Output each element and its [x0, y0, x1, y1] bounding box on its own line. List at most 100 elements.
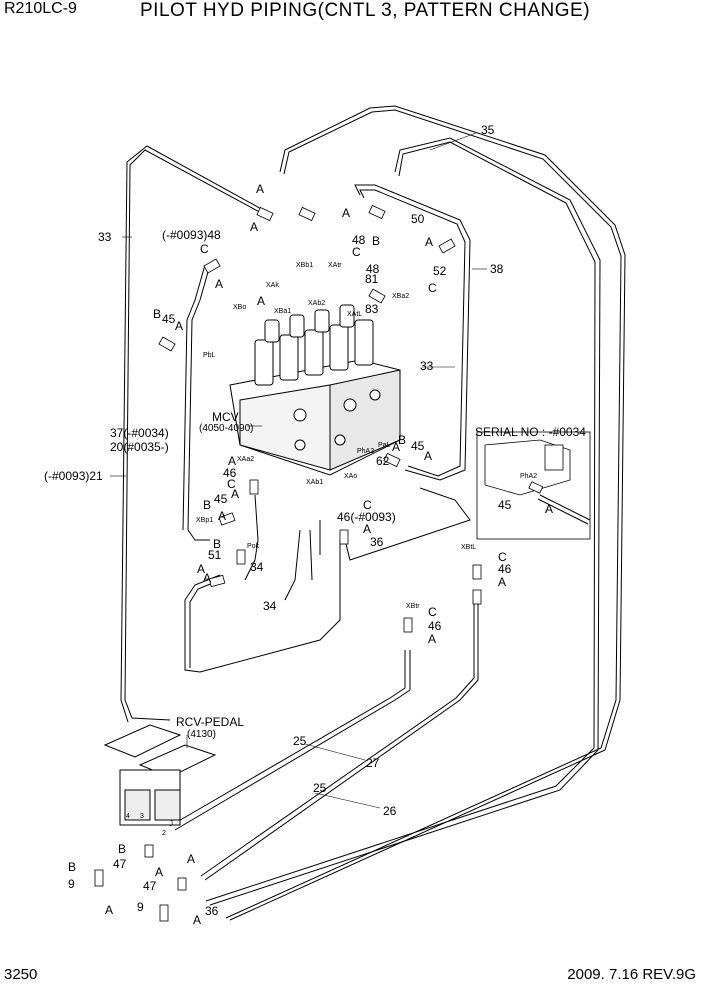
hose-38-edge	[205, 141, 596, 902]
svg-text:C: C	[428, 281, 437, 295]
svg-text:36: 36	[205, 904, 219, 918]
svg-text:25: 25	[293, 734, 307, 748]
hose-lower-loop	[184, 540, 341, 673]
svg-text:27: 27	[366, 756, 380, 770]
svg-text:37(-#0034): 37(-#0034)	[110, 426, 169, 440]
svg-text:XBa1: XBa1	[274, 308, 291, 315]
svg-text:A: A	[250, 220, 258, 234]
svg-text:9: 9	[68, 877, 75, 891]
mcv-valve-body	[229, 304, 401, 476]
svg-text:XAtL: XAtL	[347, 311, 362, 318]
svg-text:C: C	[363, 498, 372, 512]
svg-text:(4050-4090): (4050-4090)	[199, 423, 253, 434]
hose-33-left-edge	[120, 145, 266, 723]
hose-33-right	[354, 184, 471, 481]
leader-lines	[110, 132, 487, 809]
hose-27	[174, 650, 411, 831]
svg-text:RCV-PEDAL: RCV-PEDAL	[176, 715, 244, 729]
svg-text:XAa2: XAa2	[237, 456, 254, 463]
hose-26	[204, 600, 479, 881]
svg-text:XAb2: XAb2	[308, 300, 325, 307]
svg-text:A: A	[498, 575, 506, 589]
svg-text:XBo: XBo	[233, 304, 246, 311]
svg-text:A: A	[203, 571, 211, 585]
svg-text:33: 33	[420, 359, 434, 373]
svg-text:A: A	[392, 440, 400, 454]
svg-text:Pok: Pok	[247, 543, 260, 550]
hose-lower-loop-edge	[189, 579, 221, 668]
svg-text:C: C	[200, 242, 209, 256]
svg-text:1: 1	[170, 820, 174, 827]
svg-text:B: B	[153, 307, 161, 321]
svg-text:XAk: XAk	[266, 282, 279, 289]
svg-text:A: A	[257, 294, 265, 308]
svg-text:9: 9	[137, 900, 144, 914]
svg-text:B: B	[203, 498, 211, 512]
svg-text:25: 25	[313, 781, 327, 795]
svg-text:XBp1: XBp1	[196, 517, 213, 524]
svg-text:36: 36	[370, 535, 384, 549]
svg-text:A: A	[155, 865, 163, 879]
svg-text:XBtr: XBtr	[406, 603, 420, 610]
hose-27-edge	[169, 650, 406, 827]
svg-text:A: A	[193, 913, 201, 927]
svg-text:48: 48	[352, 233, 366, 247]
svg-text:PbL: PbL	[203, 352, 216, 359]
serial-hose-edge	[537, 498, 589, 525]
svg-text:A: A	[215, 277, 223, 291]
svg-text:(-#0093)21: (-#0093)21	[44, 469, 103, 483]
svg-text:45: 45	[498, 498, 512, 512]
svg-text:A: A	[187, 852, 195, 866]
svg-text:46(-#0093): 46(-#0093)	[337, 510, 396, 524]
svg-text:(4130): (4130)	[187, 729, 216, 740]
port-labels: XBb1 XAtr XAb2 XBa1 XAk XBo PbL XAtL XBa…	[126, 262, 537, 837]
hose-37-edge	[182, 264, 206, 531]
serial-detail-box	[476, 431, 591, 540]
svg-text:20(#0035-): 20(#0035-)	[110, 440, 169, 454]
svg-text:A: A	[228, 454, 236, 468]
svg-text:XBb1: XBb1	[296, 262, 313, 269]
svg-text:A: A	[175, 319, 183, 333]
hose-36	[344, 487, 471, 561]
svg-text:PaL: PaL	[378, 442, 391, 449]
svg-text:47: 47	[113, 857, 127, 871]
page-number: 3250	[4, 966, 38, 983]
svg-text:B: B	[398, 433, 406, 447]
hose-35-edge	[225, 109, 622, 919]
svg-text:XAo: XAo	[344, 473, 357, 480]
svg-text:A: A	[545, 502, 553, 516]
svg-text:34: 34	[263, 599, 277, 613]
rcv-pedal-body	[103, 724, 217, 826]
svg-text:33: 33	[98, 230, 112, 244]
hose-34b	[284, 529, 301, 601]
svg-text:B: B	[372, 234, 380, 248]
svg-text:38: 38	[490, 262, 504, 276]
svg-text:3: 3	[140, 813, 144, 820]
svg-text:A: A	[342, 206, 350, 220]
serial-valve-detail	[484, 439, 571, 496]
svg-text:62: 62	[376, 454, 390, 468]
hose-34a	[244, 494, 259, 581]
svg-text:83: 83	[365, 302, 379, 316]
svg-text:PhA2: PhA2	[357, 448, 374, 455]
svg-text:A: A	[218, 509, 226, 523]
model-label: R210LC-9	[4, 0, 77, 17]
svg-text:C: C	[352, 245, 361, 259]
svg-text:46: 46	[223, 466, 237, 480]
svg-text:A: A	[197, 562, 205, 576]
svg-text:A: A	[105, 903, 113, 917]
serial-hose	[539, 494, 591, 521]
svg-text:45: 45	[162, 312, 176, 326]
svg-text:B: B	[68, 860, 76, 874]
page-title: PILOT HYD PIPING(CNTL 3, PATTERN CHANGE)	[140, 0, 591, 21]
svg-text:52: 52	[433, 264, 447, 278]
svg-text:81: 81	[365, 272, 379, 286]
svg-text:(-#0093)48: (-#0093)48	[162, 228, 221, 242]
fittings	[94, 204, 544, 922]
svg-text:A: A	[363, 522, 371, 536]
svg-text:2: 2	[162, 830, 166, 837]
hose-35	[229, 105, 626, 921]
svg-text:B: B	[118, 842, 126, 856]
hose-37	[187, 264, 211, 541]
